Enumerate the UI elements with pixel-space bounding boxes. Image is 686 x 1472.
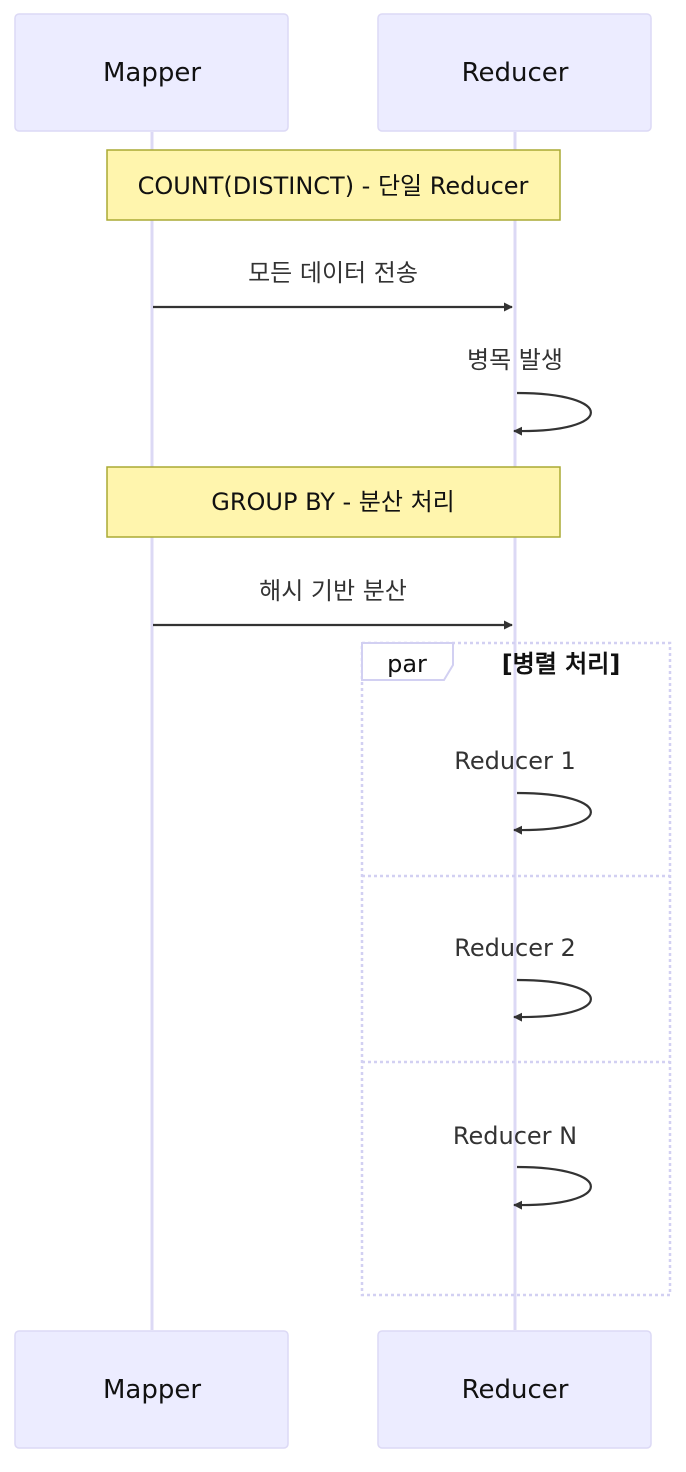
message-bottleneck-label: 병목 발생	[467, 346, 563, 374]
message-reducer-2-label: Reducer 2	[454, 934, 576, 962]
message-hash-distribute: 해시 기반 분산	[153, 577, 513, 630]
mapper-actor-top: Mapper	[14, 13, 289, 132]
note-count-distinct-label: COUNT(DISTINCT) - 단일 Reducer	[138, 172, 529, 200]
message-reducer-n-arrow	[513, 1165, 592, 1210]
message-reducer-2-arrow	[513, 978, 592, 1022]
message-hash-distribute-label: 해시 기반 분산	[259, 577, 407, 605]
message-reducer-n-label: Reducer N	[453, 1122, 577, 1150]
message-reducer-1-arrow	[513, 791, 592, 835]
message-bottleneck-arrow	[513, 391, 592, 436]
reducer-actor-top: Reducer	[377, 13, 652, 132]
mapper-actor-bottom: Mapper	[14, 1330, 289, 1449]
message-reducer-1-label: Reducer 1	[454, 747, 576, 775]
reducer-actor-bottom-label: Reducer	[462, 1375, 569, 1405]
message-send-all: 모든 데이터 전송	[153, 259, 513, 312]
message-reducer-1: Reducer 1	[454, 747, 592, 835]
mapper-actor-bottom-label: Mapper	[103, 1375, 201, 1405]
message-bottleneck: 병목 발생	[467, 346, 592, 436]
reducer-actor-bottom: Reducer	[377, 1330, 652, 1449]
par-block: par [병렬 처리]	[360, 641, 672, 1297]
par-keyword-tag	[361, 642, 454, 681]
message-reducer-n: Reducer N	[453, 1122, 592, 1210]
reducer-actor-top-label: Reducer	[462, 58, 569, 88]
note-count-distinct: COUNT(DISTINCT) - 단일 Reducer	[106, 149, 561, 221]
mapper-actor-top-label: Mapper	[103, 58, 201, 88]
par-condition-label: [병렬 처리]	[502, 650, 621, 678]
note-group-by-label: GROUP BY - 분산 처리	[211, 488, 455, 516]
note-group-by: GROUP BY - 분산 처리	[106, 466, 561, 538]
par-keyword-label: par	[387, 650, 427, 678]
message-send-all-label: 모든 데이터 전송	[248, 259, 418, 287]
message-reducer-2: Reducer 2	[454, 934, 592, 1022]
